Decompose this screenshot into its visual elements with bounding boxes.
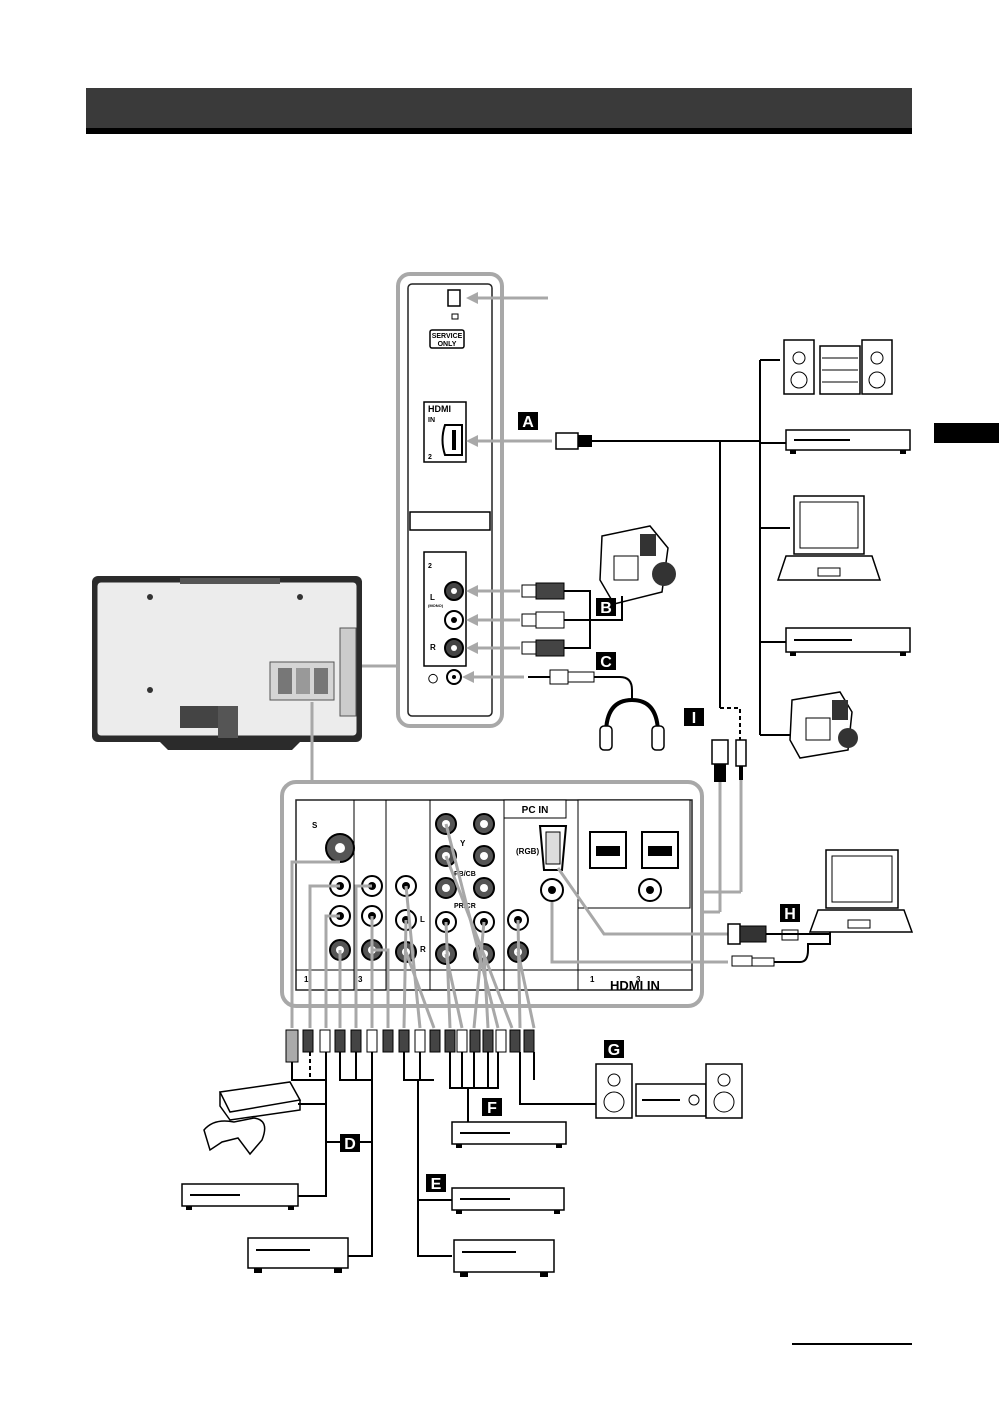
- hdmi-plug-a: [556, 433, 578, 449]
- service-label-2: ONLY: [438, 341, 457, 348]
- callout-c-label: C: [600, 654, 612, 671]
- callout-i: I: [684, 708, 704, 727]
- callout-g: G: [604, 1040, 624, 1059]
- svg-text:◯: ◯: [428, 673, 438, 684]
- input-1-label: 1: [304, 975, 309, 984]
- service-label-1: SERVICE: [432, 333, 463, 340]
- callout-a-label: A: [522, 414, 534, 431]
- callout-h: H: [780, 904, 800, 923]
- hifi-system-icon: [784, 340, 892, 394]
- side-hdmi-num: 2: [428, 454, 432, 461]
- side-mono-label: (MONO): [428, 603, 444, 608]
- callout-d: D: [340, 1134, 360, 1153]
- dvd-recorder-e-icon: [452, 1188, 564, 1214]
- rgb-label: (RGB): [516, 847, 539, 856]
- side-av-num: 2: [428, 563, 432, 570]
- callout-g-label: G: [608, 1042, 620, 1059]
- tv-rear-illustration: [92, 576, 362, 750]
- input-3-label: 3: [358, 975, 363, 984]
- dvd-recorder-f-icon: [452, 1122, 566, 1148]
- dvd-player-d-icon: [182, 1184, 298, 1210]
- game-console-icon: [204, 1082, 300, 1154]
- vcr-e-icon: [454, 1240, 554, 1277]
- callout-f-label: F: [487, 1100, 497, 1117]
- callout-e: E: [426, 1174, 446, 1193]
- hdmi-in-label: HDMI IN: [610, 978, 660, 993]
- rear-y-label: Y: [460, 839, 466, 848]
- side-hdmi-logo: HDMI: [428, 404, 451, 414]
- vcr-d-icon: [248, 1238, 348, 1273]
- s-video-label: S: [312, 821, 318, 830]
- pc-laptop-icon: [810, 850, 912, 932]
- callout-b-label: B: [600, 600, 612, 617]
- dvd-player-icon: [786, 430, 910, 454]
- dvd-recorder-icon: [786, 628, 910, 656]
- callout-d-label: D: [344, 1136, 356, 1153]
- callout-i-label: I: [692, 710, 696, 727]
- pc-in-label: PC IN: [522, 805, 549, 816]
- side-r-label: R: [430, 643, 436, 652]
- rear-r-label: R: [420, 945, 426, 954]
- callout-b: B: [596, 598, 616, 617]
- side-hdmi-in: IN: [428, 417, 435, 424]
- callout-e-label: E: [431, 1176, 442, 1193]
- side-l-label: L: [430, 593, 435, 602]
- callout-a: A: [518, 412, 538, 431]
- camcorder-side-icon: [600, 526, 676, 604]
- camcorder-right-icon: [790, 692, 858, 758]
- side-panel: SERVICE ONLY HDMI IN 2 2 L (MONO) R ◯: [398, 274, 502, 726]
- callout-h-label: H: [784, 906, 796, 923]
- headphones-icon: [600, 700, 664, 750]
- rca-plug-row: [286, 1030, 534, 1062]
- lower-routing: [292, 1052, 596, 1256]
- callout-f: F: [482, 1098, 502, 1117]
- rear-l-label: L: [420, 915, 425, 924]
- hdmi-slot-1-label: 1: [590, 975, 595, 984]
- laptop-icon: [778, 496, 880, 580]
- audio-amplifier-icon: [596, 1064, 742, 1118]
- callout-c: C: [596, 652, 616, 671]
